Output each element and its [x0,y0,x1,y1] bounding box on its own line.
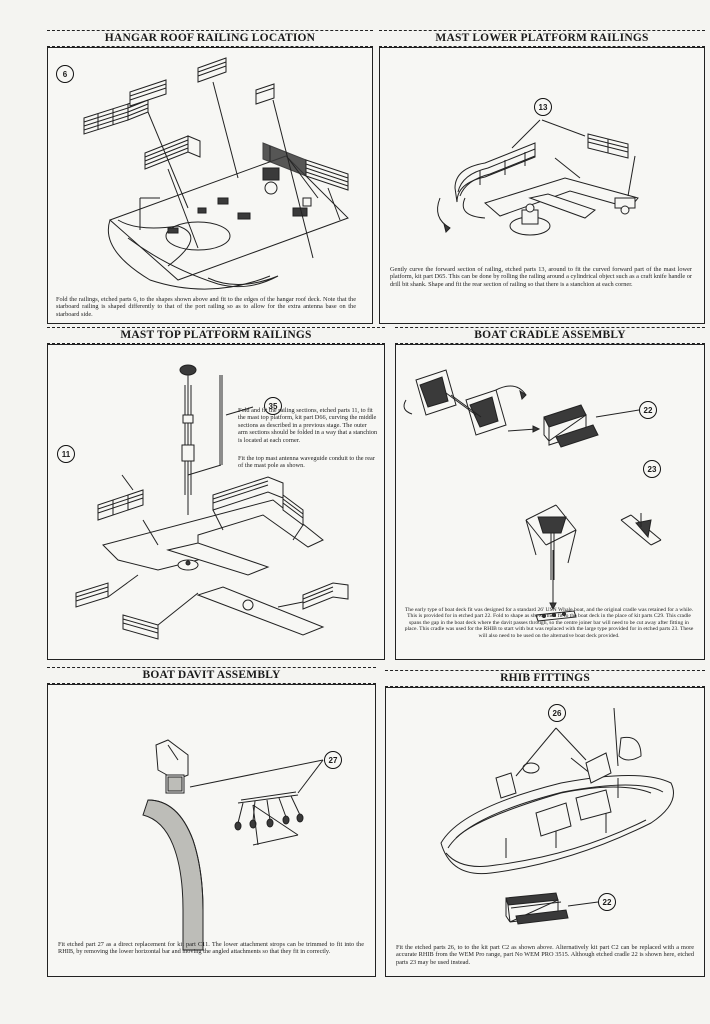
part-11-callout: 11 [57,445,75,463]
hangar-roof-title: HANGAR ROOF RAILING LOCATION [47,30,373,47]
rhib-fittings-caption: Fit the etched parts 26, to to the kit p… [396,944,694,966]
part-27-callout: 27 [324,751,342,769]
hangar-roof-caption: Fold the railings, etched parts 6, to th… [56,296,356,318]
rhib-fittings-panel: RHIB FITTINGS [385,670,705,977]
mast-top-caption: Fold and fit the railing sections, etche… [238,407,378,444]
mast-lower-diagram [437,119,639,236]
mast-top-caption-conduit: Fit the top mast antenna waveguide condu… [238,455,375,470]
part-27-strops [234,791,304,846]
boat-davit-panel: BOAT DAVIT ASSEMBLY [47,667,376,977]
boat-davit-caption: Fit etched part 27 as a direct replaceme… [58,941,364,956]
mast-lower-frame: 13 Gently curve the forward section of r… [379,47,705,324]
boat-cradle-frame: 22 23 The early type of boat deck fit wa… [395,344,705,660]
part-35-callout: 35 [264,397,282,415]
mast-lower-title: MAST LOWER PLATFORM RAILINGS [379,30,705,47]
boat-davit-frame: 27 Fit etched part 27 as a direct replac… [47,684,376,977]
railing-left-upper [83,95,149,135]
mast-top-title: MAST TOP PLATFORM RAILINGS [47,327,385,344]
rhib-fittings-frame: 26 22 Fit the etched parts 26, to to the… [385,687,705,977]
part-26-callout: 26 [548,704,566,722]
part-23-callout: 23 [643,460,661,478]
railing-sections-11 [75,476,349,640]
cradle-23-flat [620,513,662,546]
hangar-roof-frame: 6 Fold the railings, etched parts 6, to … [47,47,373,324]
part-22-callout: 22 [639,401,657,419]
mast-lower-caption: Gently curve the forward section of rail… [390,266,692,288]
boat-davit-title: BOAT DAVIT ASSEMBLY [47,667,376,684]
hangar-roof-diagram [83,57,349,290]
part-13-callout: 13 [534,98,552,116]
part-22-callout-rhib: 22 [598,893,616,911]
cradle-22-below [505,892,569,925]
boat-davit-diagram [142,739,324,951]
boat-cradle-title: BOAT CRADLE ASSEMBLY [395,327,705,344]
boat-cradle-panel: BOAT CRADLE ASSEMBLY [395,327,705,660]
part-6-callout: 6 [56,65,74,83]
mast-lower-panel: MAST LOWER PLATFORM RAILINGS [379,30,705,324]
rhib-fittings-diagram [440,707,674,925]
mast-top-diagram [75,364,349,640]
hangar-roof-panel: HANGAR ROOF RAILING LOCATION [47,30,373,324]
mast-top-panel: MAST TOP PLATFORM RAILINGS [47,327,385,660]
boat-cradle-diagram [403,369,662,622]
mast-top-frame: 35 11 Fold and fit the railing sections,… [47,344,385,660]
rhib-fittings-title: RHIB FITTINGS [385,670,705,687]
cradle-23-frame [525,504,577,580]
boat-cradle-caption: The early type of boat deck fit was desi… [404,607,694,639]
